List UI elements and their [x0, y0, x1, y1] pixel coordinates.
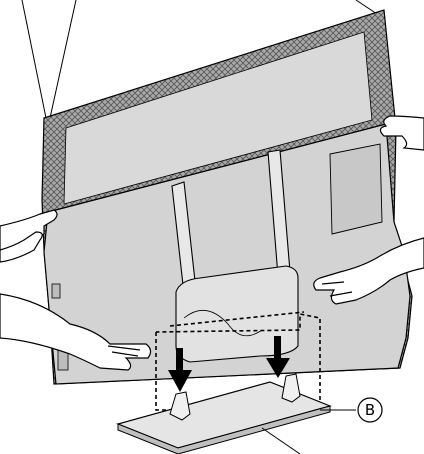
- tv-inner-panel: [63, 31, 373, 205]
- callout-b-circle: [357, 397, 383, 423]
- base-post-right: [281, 373, 301, 403]
- pedestal-base: [116, 373, 332, 454]
- hand-icon-left-mid: [0, 231, 43, 263]
- tv-port-small: [51, 283, 61, 299]
- tv-ledge: [47, 123, 387, 213]
- base-post-left: [169, 391, 191, 421]
- tv-side-panel: [329, 143, 383, 235]
- hand-icon-right-upper: [379, 115, 424, 151]
- callout-b: B: [320, 397, 383, 423]
- dashed-highlight-box: [155, 311, 321, 411]
- arrow-down-icon-left: [168, 348, 192, 392]
- base-plate-edge: [117, 405, 331, 454]
- hand-icon-left-lower: [0, 293, 152, 371]
- tv-lower-body: [43, 123, 411, 385]
- base-leader-line: [261, 427, 301, 454]
- hand-icon-right-lower: [313, 237, 424, 305]
- arrow-down-icon-right: [266, 336, 290, 378]
- callout-b-label: B: [365, 401, 375, 419]
